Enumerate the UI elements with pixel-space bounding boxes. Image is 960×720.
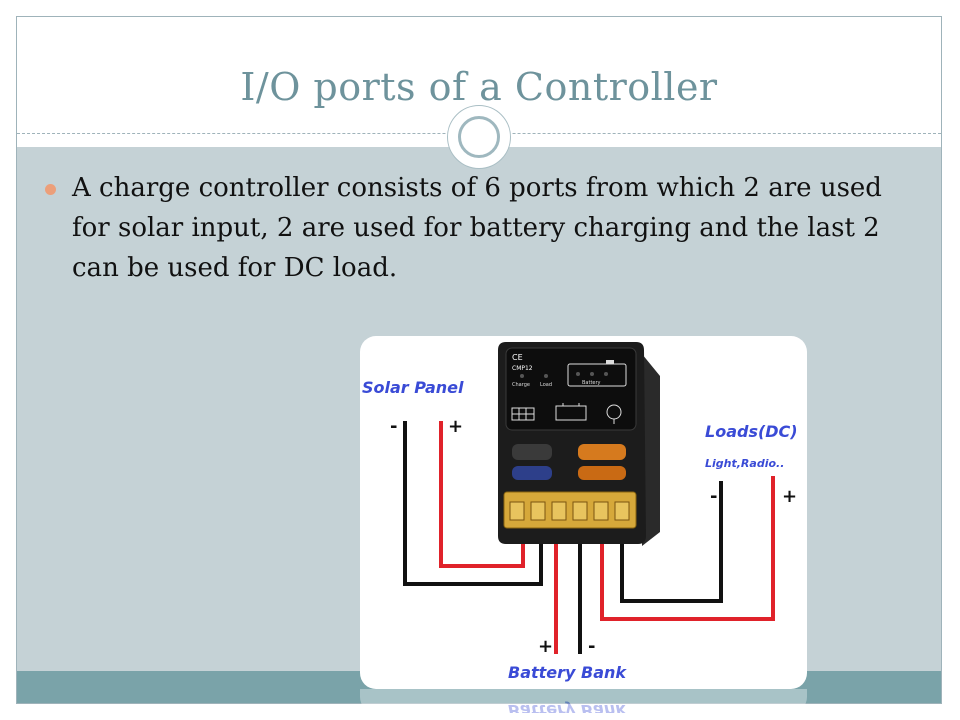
reflection-svg: Battery Bank (360, 689, 807, 713)
load-plus-sign: + (782, 486, 797, 507)
solar-minus-sign: - (390, 416, 397, 437)
vent-mid-right (578, 466, 626, 480)
device-charge-label: Charge (512, 382, 530, 388)
controller-diagram-svg: CE CMP12 Charge Load Battery (362, 342, 798, 682)
battery-bank-reflection: Battery Bank (508, 701, 627, 713)
wires (403, 421, 775, 654)
vent-mid-left (512, 466, 552, 480)
circle-ornament (448, 106, 510, 168)
solar-panel-label: Solar Panel (362, 378, 464, 397)
vent-top-left (512, 444, 552, 460)
bullet-text: A charge controller consists of 6 ports … (72, 173, 882, 283)
device-ce-mark: CE (512, 353, 523, 362)
terminal-screws (509, 501, 630, 521)
vent-top-right (578, 444, 626, 460)
loads-sublabel: Light,Radio.. (705, 457, 784, 470)
controller-diagram: CE CMP12 Charge Load Battery (360, 336, 807, 689)
device-icons (511, 403, 622, 424)
load-minus-sign: - (710, 486, 717, 507)
charge-controller-device: CE CMP12 Charge Load Battery (498, 342, 660, 546)
device-panel (505, 347, 637, 431)
battery-bank-label: Battery Bank (508, 663, 627, 682)
solar-plus-sign: + (448, 416, 463, 437)
battery-indicator (567, 363, 627, 387)
device-battery-label: Battery (582, 380, 601, 386)
wire-solar-negative (403, 421, 543, 586)
slide-title: I/O ports of a Controller (240, 65, 718, 109)
battery-icon (555, 405, 587, 421)
battery-plus-sign: + (538, 636, 553, 657)
device-side (642, 354, 660, 546)
wire-solar-positive (439, 421, 525, 568)
charge-led (520, 374, 524, 378)
device-load-label: Load (540, 382, 552, 388)
wire-load-negative (620, 481, 723, 603)
battery-minus-sign: - (588, 636, 595, 657)
figure-reflection: Battery Bank (360, 689, 807, 713)
bullet-marker (45, 184, 56, 195)
loads-label: Loads(DC) (705, 422, 798, 441)
wire-load-positive (600, 476, 775, 621)
load-led (544, 374, 548, 378)
device-model: CMP12 (512, 365, 533, 372)
